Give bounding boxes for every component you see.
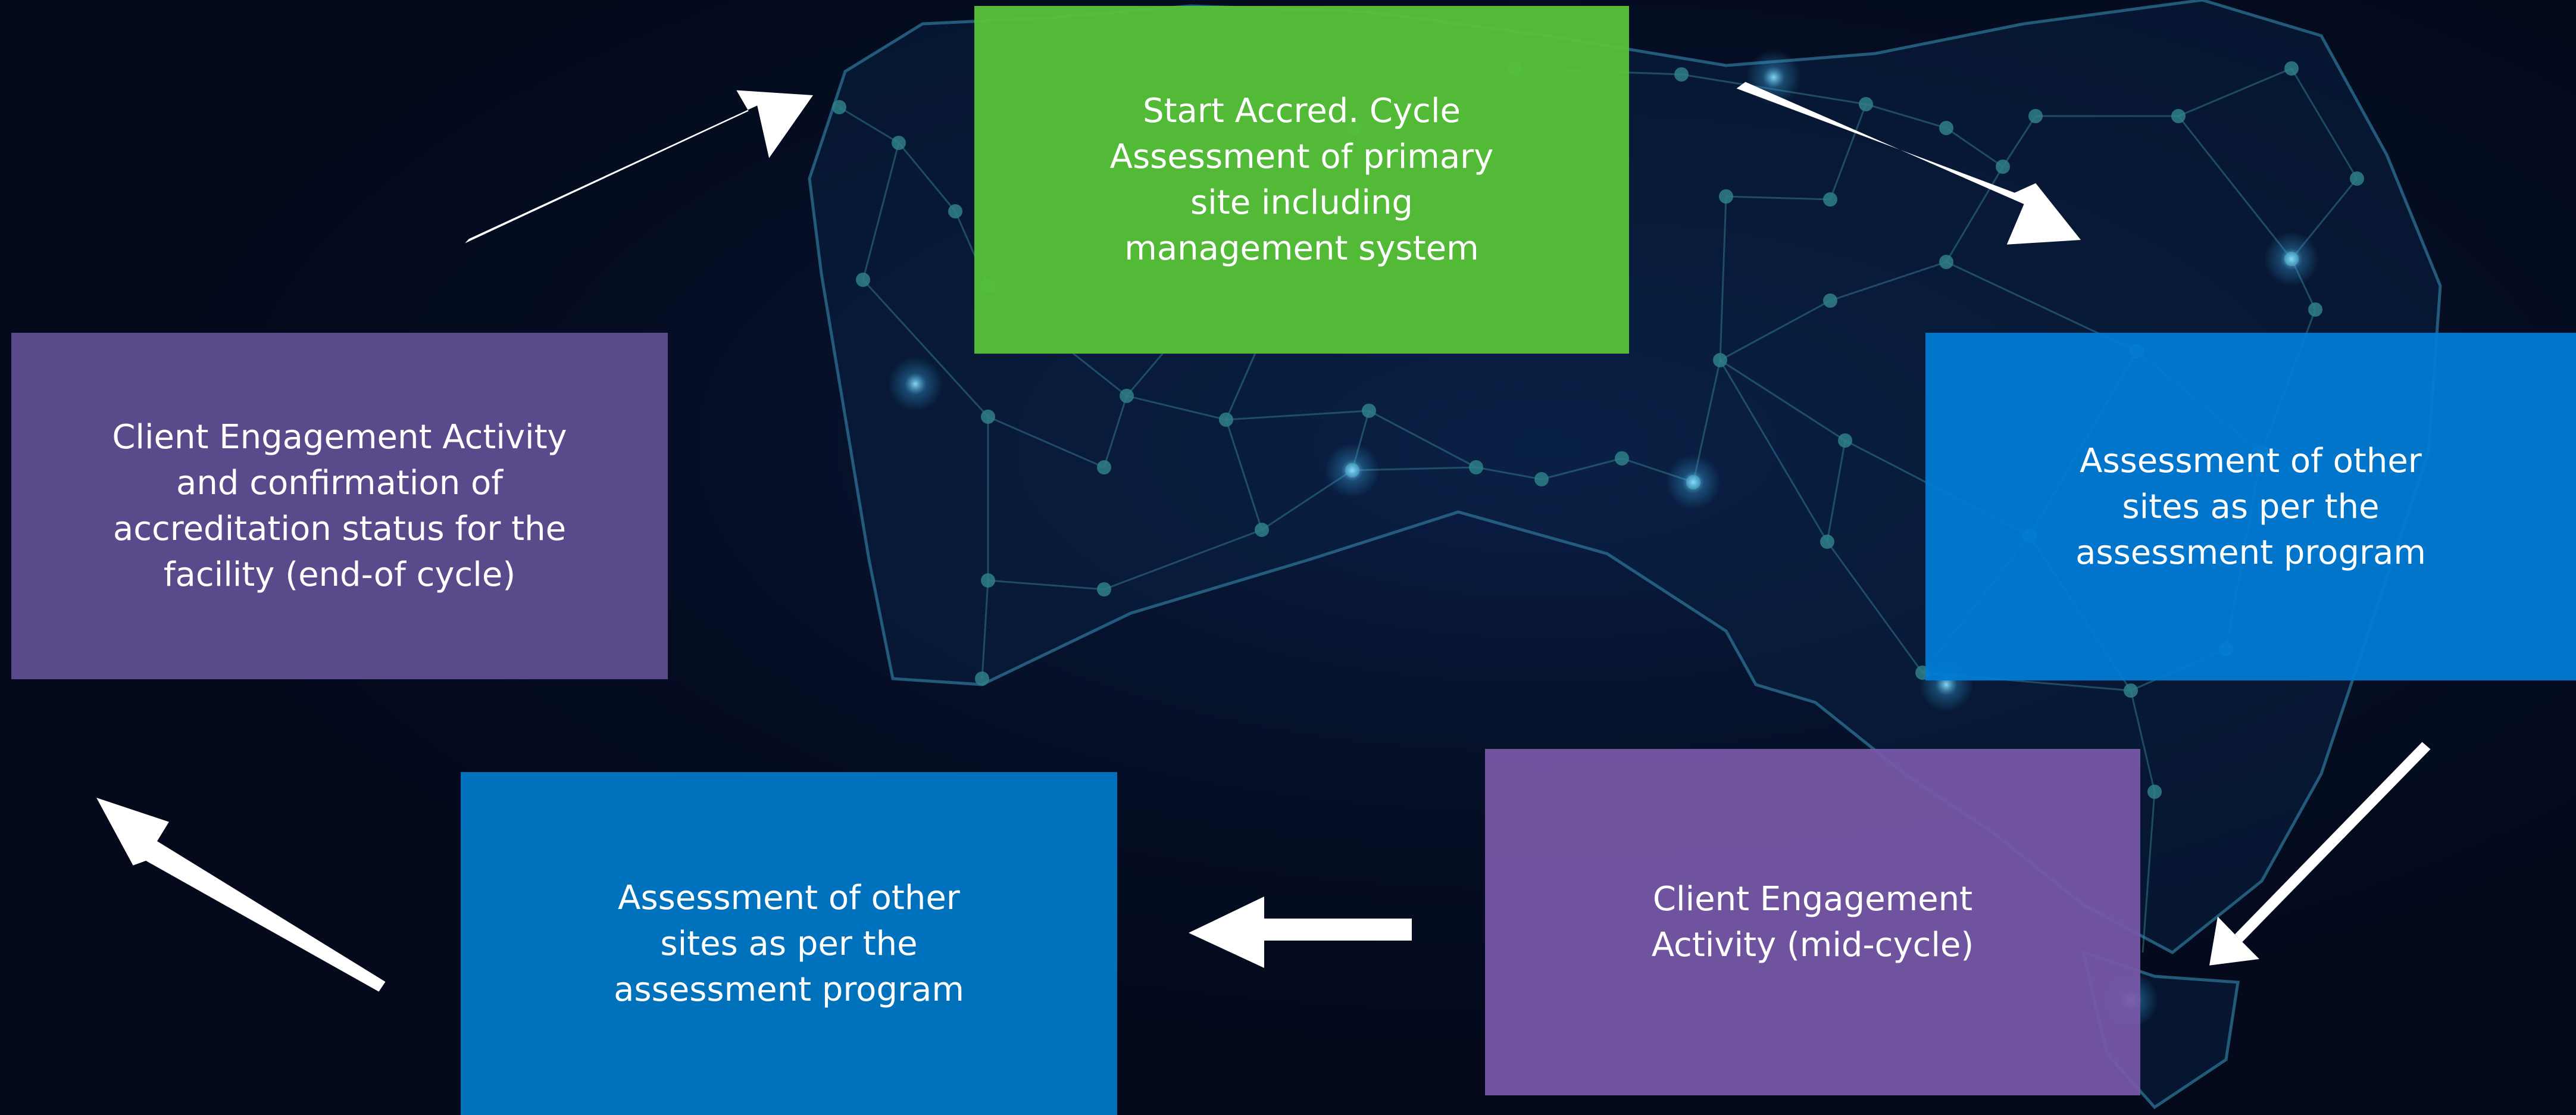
arrow-start-to-other-right xyxy=(1736,82,2081,245)
node-assessment-other-sites-right: Assessment of other sites as per the ass… xyxy=(1925,333,2576,680)
node-other-left-label: Assessment of other sites as per the ass… xyxy=(614,878,964,1009)
arrow-end-to-start xyxy=(465,90,813,243)
node-client-engagement-mid-cycle: Client Engagement Activity (mid-cycle) xyxy=(1485,749,2140,1095)
node-start-label: Start Accred. Cycle Assessment of primar… xyxy=(1109,92,1494,268)
node-start-accreditation-cycle: Start Accred. Cycle Assessment of primar… xyxy=(974,6,1629,354)
node-assessment-other-sites-left: Assessment of other sites as per the ass… xyxy=(461,772,1117,1115)
node-other-right-label: Assessment of other sites as per the ass… xyxy=(2075,441,2426,572)
arrow-other-left-to-end xyxy=(96,798,386,992)
node-client-engagement-end-of-cycle: Client Engagement Activity and confirmat… xyxy=(11,333,668,679)
arrow-other-right-to-mid xyxy=(2209,742,2431,966)
arrow-mid-to-other-left xyxy=(1189,897,1412,968)
node-end-label: Client Engagement Activity and confirmat… xyxy=(112,418,567,594)
node-mid-label: Client Engagement Activity (mid-cycle) xyxy=(1651,880,1974,964)
